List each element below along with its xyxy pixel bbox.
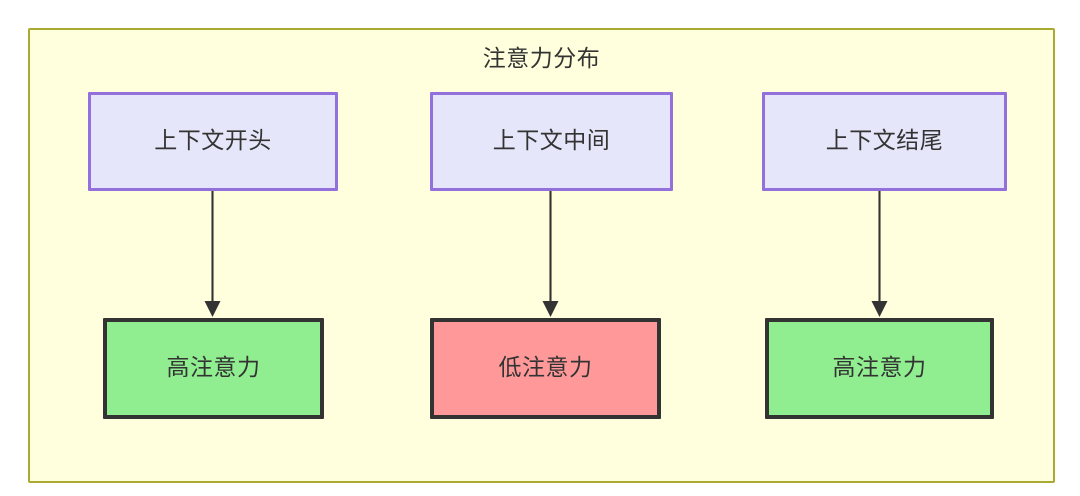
node-attention-low-middle-label: 低注意力 <box>498 355 593 381</box>
node-attention-high-end-label: 高注意力 <box>832 355 927 381</box>
node-context-end-label: 上下文结尾 <box>825 128 944 154</box>
node-attention-high-end[interactable]: 高注意力 <box>765 318 994 419</box>
subgraph-title: 注意力分布 <box>482 46 601 72</box>
node-context-middle-label: 上下文中间 <box>492 128 611 154</box>
node-attention-high-start[interactable]: 高注意力 <box>103 318 324 419</box>
node-context-middle[interactable]: 上下文中间 <box>430 92 673 191</box>
node-attention-low-middle[interactable]: 低注意力 <box>430 318 661 419</box>
node-context-start[interactable]: 上下文开头 <box>88 92 338 191</box>
node-attention-high-start-label: 高注意力 <box>166 355 261 381</box>
node-context-start-label: 上下文开头 <box>154 128 272 154</box>
node-context-end[interactable]: 上下文结尾 <box>762 92 1007 191</box>
